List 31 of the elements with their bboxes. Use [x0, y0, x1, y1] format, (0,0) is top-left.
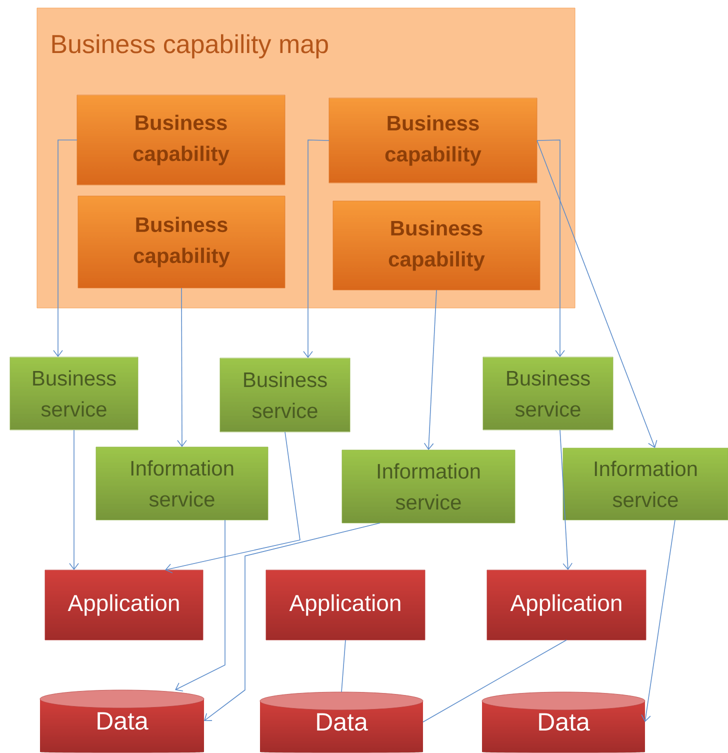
arrow: [641, 520, 676, 722]
capability-box: Business capability: [328, 98, 538, 184]
arrow: [424, 290, 437, 450]
node-label: Data: [98, 712, 148, 730]
service-box: Information service: [96, 446, 268, 520]
arrow: [53, 140, 78, 357]
service-box: Business service: [220, 358, 350, 432]
arrow: [175, 520, 226, 692]
application-box: Application: [486, 570, 646, 640]
arrow: [165, 432, 300, 574]
database-cylinder: Data: [260, 692, 424, 731]
node-label: Data: [539, 713, 590, 731]
arrow: [536, 140, 658, 448]
arrow: [204, 522, 380, 721]
arrow: [177, 288, 187, 447]
capability-box: Business capability: [332, 200, 540, 290]
database-cylinder: Data: [40, 690, 204, 730]
service-box: Business service: [482, 356, 614, 430]
service-box: Information service: [562, 448, 728, 520]
capability-box: Business capability: [76, 94, 286, 186]
arrow: [560, 430, 572, 570]
arrow: [303, 140, 330, 358]
application-box: Application: [44, 570, 204, 640]
arrow: [536, 140, 565, 357]
node-label: Data: [317, 713, 368, 731]
service-box: Business service: [10, 356, 138, 430]
arrow: [69, 430, 79, 570]
service-box: Information service: [342, 450, 516, 524]
capability-box: Business capability: [78, 196, 286, 288]
application-box: Application: [266, 570, 426, 640]
database-cylinder: Data: [482, 692, 646, 731]
